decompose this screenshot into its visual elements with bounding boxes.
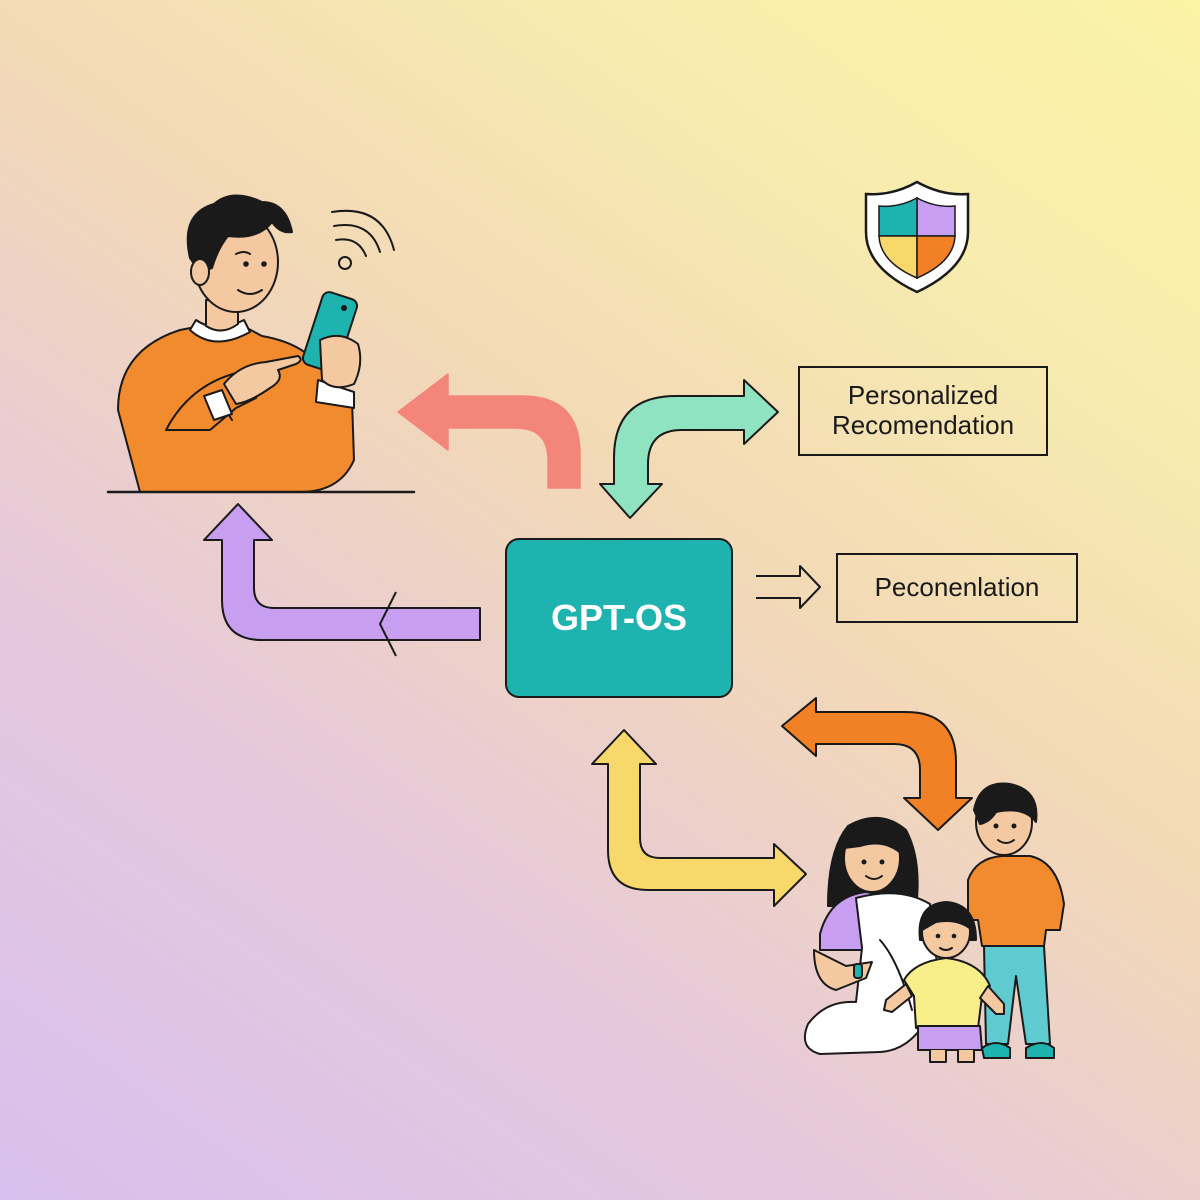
peconenlation-label: Peconenlation bbox=[874, 572, 1040, 603]
personalized-label-line1: Personalized bbox=[847, 380, 999, 411]
person-with-phone bbox=[106, 194, 416, 494]
son bbox=[967, 782, 1065, 1059]
family-group bbox=[804, 782, 1065, 1063]
personalized-recommendation-box: Personalized Recomendation bbox=[798, 366, 1048, 456]
arrow-input-purple bbox=[203, 503, 481, 657]
shield-icon bbox=[864, 180, 970, 294]
gpt-os-label: GPT-OS bbox=[550, 597, 688, 638]
peconenlation-box: Peconenlation bbox=[836, 553, 1078, 623]
daughter bbox=[883, 901, 1005, 1063]
wifi-icon bbox=[331, 209, 395, 270]
double-arrow-icon bbox=[756, 565, 821, 609]
mother bbox=[804, 816, 941, 1055]
arrow-family-yellow bbox=[591, 729, 807, 907]
arrow-family-orange bbox=[781, 697, 973, 831]
personalized-label-line2: Recomendation bbox=[831, 410, 1015, 440]
gpt-os-box: GPT-OS bbox=[505, 538, 733, 698]
arrow-recommendation-green bbox=[599, 379, 779, 519]
arrow-to-user-red bbox=[397, 373, 581, 489]
